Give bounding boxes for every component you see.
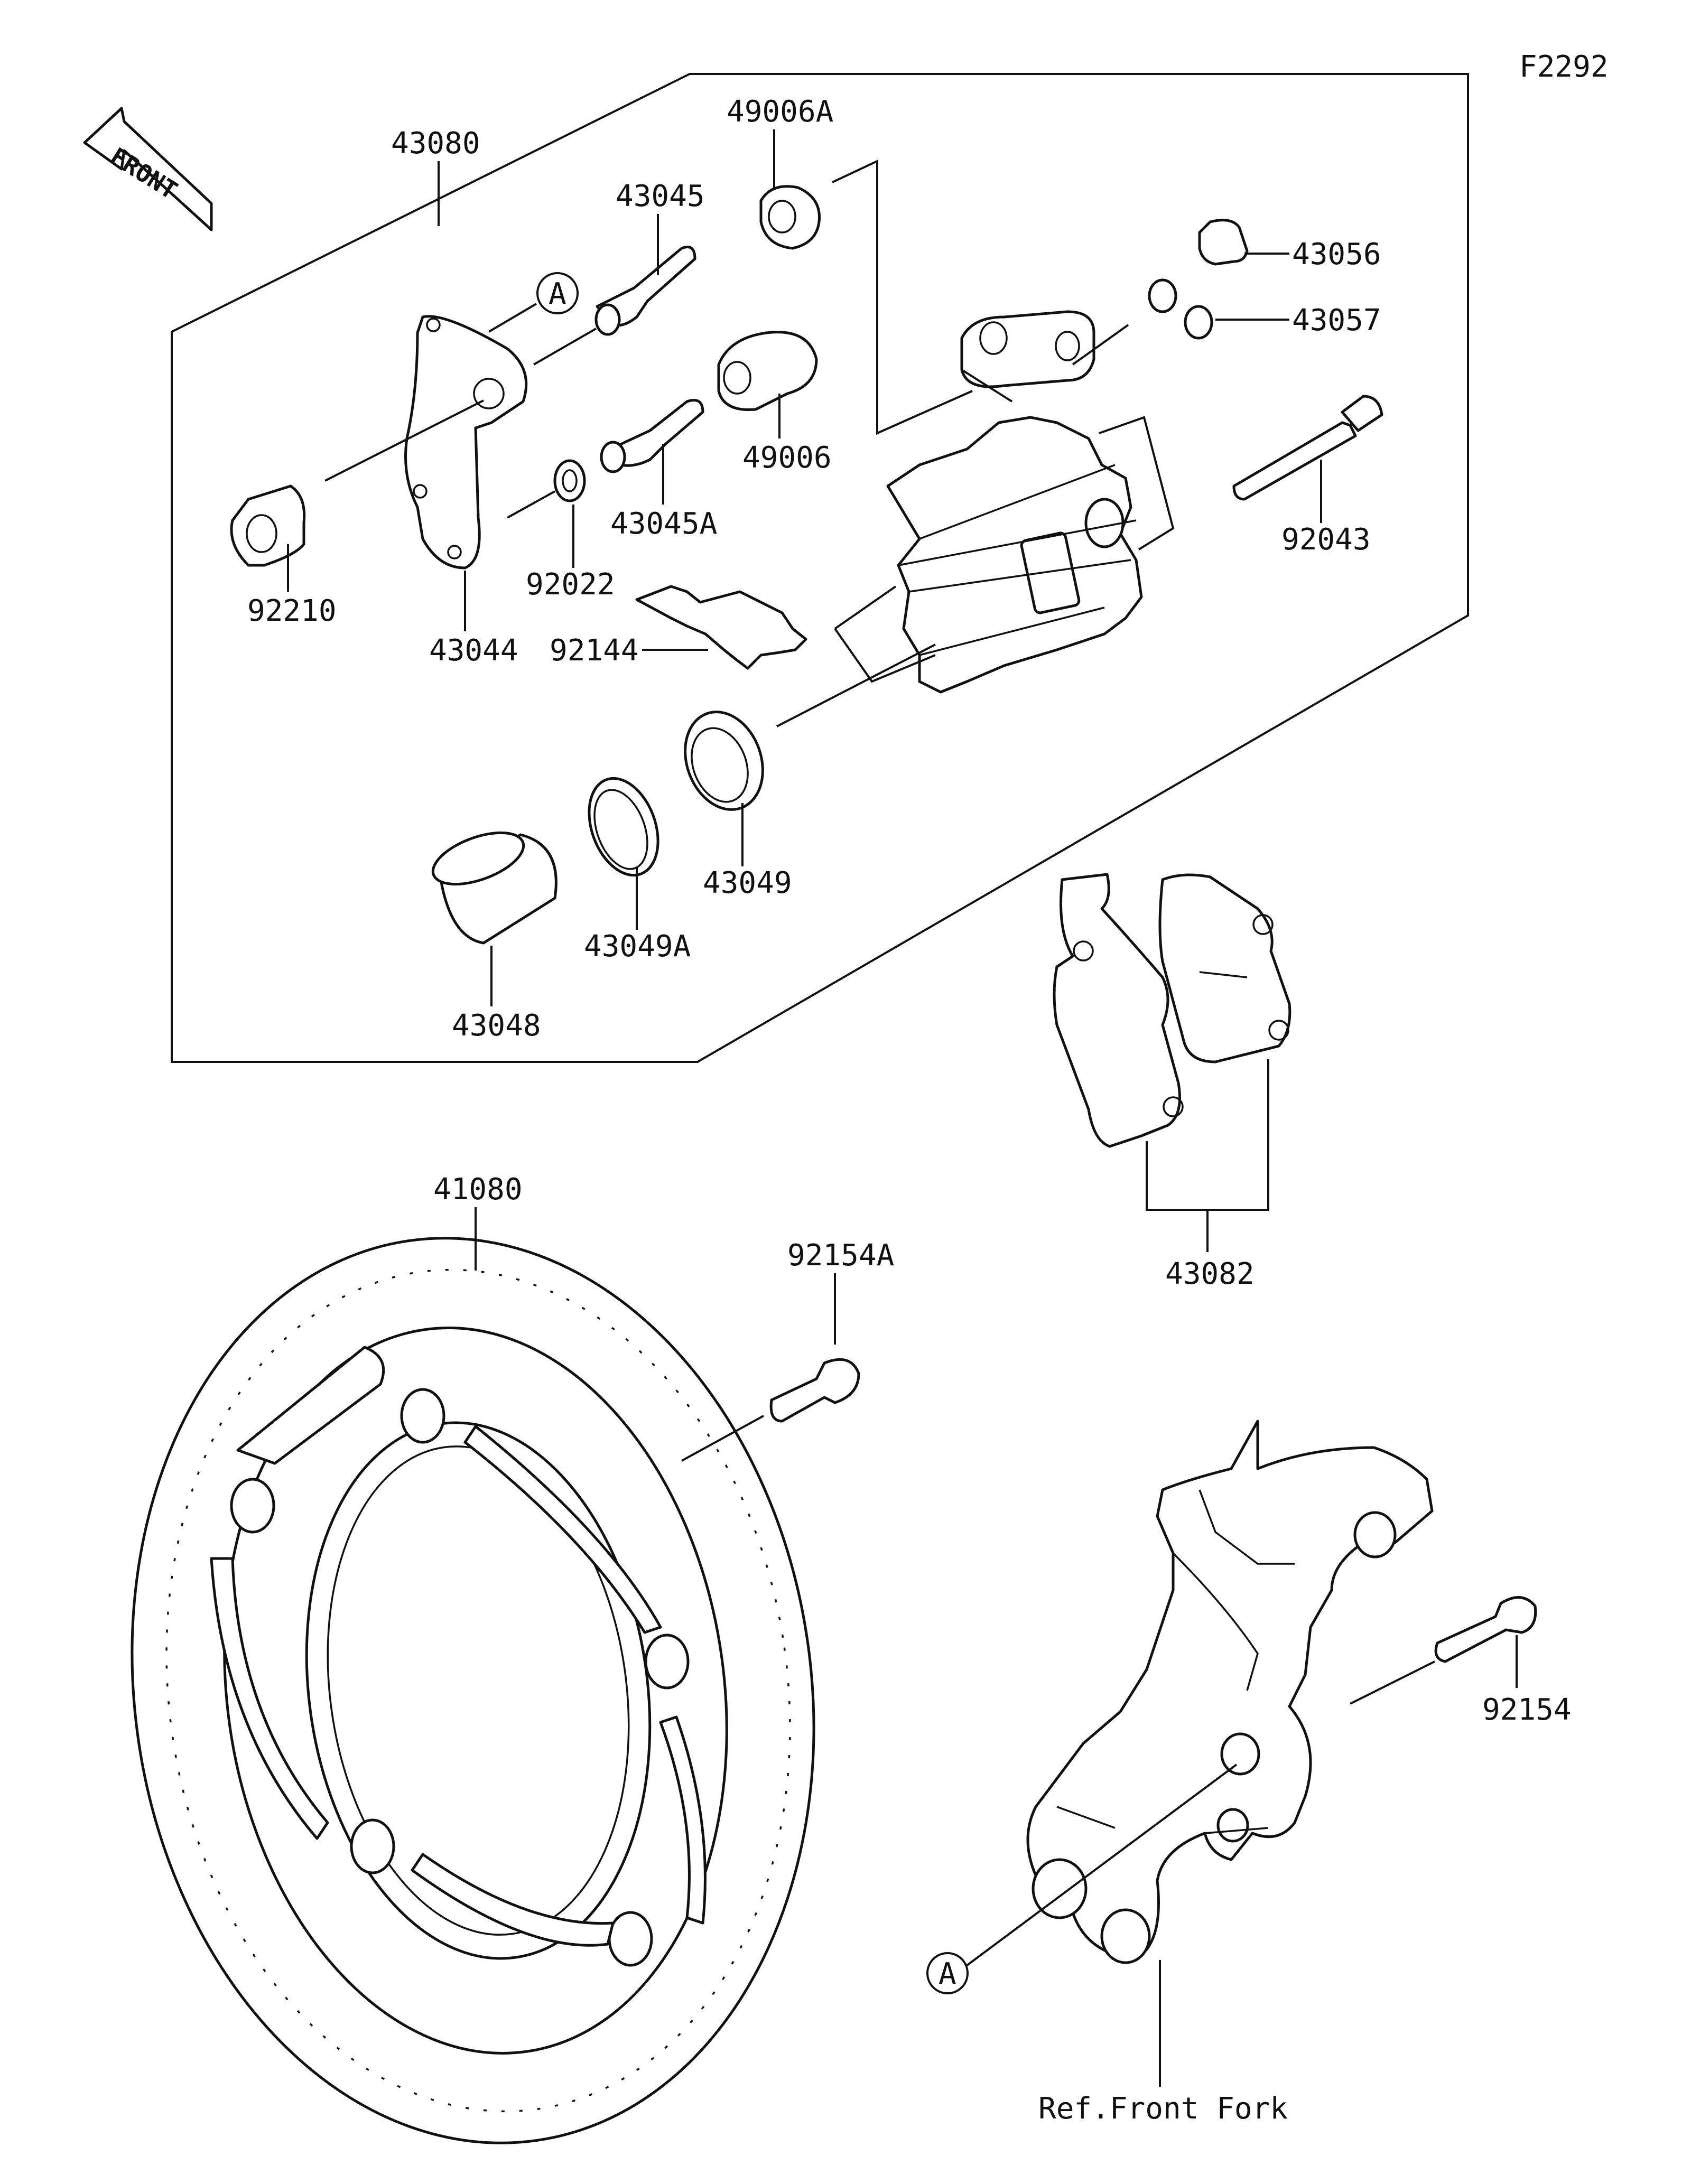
- label-43056: 43056: [1292, 237, 1381, 272]
- label-43045A: 43045A: [610, 507, 717, 541]
- svg-text:A: A: [549, 277, 566, 311]
- label-43082: 43082: [1165, 1257, 1255, 1291]
- boot-49006a: [759, 185, 821, 250]
- front-arrow-icon: FRONT: [83, 107, 213, 231]
- pad-pin-92043: [1232, 395, 1383, 501]
- leader-caliper-c: [834, 628, 936, 683]
- callout-a-top: A: [488, 272, 579, 333]
- label-92154: 92154: [1482, 1693, 1572, 1727]
- label-92043: 92043: [1281, 522, 1371, 557]
- seal-43049: [684, 711, 764, 811]
- label-92154A: 92154A: [787, 1238, 894, 1273]
- label-43057: 43057: [1292, 303, 1381, 338]
- leader-caliper-d: [776, 643, 936, 727]
- figure-code: F2292: [1519, 50, 1609, 84]
- label-43045: 43045: [616, 179, 705, 213]
- leader-caliper-e: [1099, 416, 1175, 550]
- seal-43049a: [588, 777, 659, 877]
- leader-caliper-b: [834, 585, 897, 630]
- brake-disc-41080: [131, 1237, 815, 2144]
- bleeder-43056: [1198, 219, 1249, 266]
- caliper-assembly-box: [171, 73, 1469, 1063]
- boot-49006: [717, 331, 818, 412]
- label-49006A: 49006A: [727, 95, 833, 129]
- piston-43048: [431, 831, 558, 945]
- label-92144: 92144: [550, 633, 639, 668]
- cap-43057: [1148, 278, 1213, 340]
- label-43044: 43044: [429, 633, 518, 668]
- brake-pads-43082: [1053, 873, 1292, 1148]
- bolt-92154a: [769, 1358, 860, 1423]
- pin-43045a: [600, 399, 704, 473]
- caliper-body: [886, 310, 1143, 694]
- washer-92022: [507, 459, 586, 519]
- callout-a-bottom: A: [926, 1763, 1238, 1994]
- bracket-43044: [324, 315, 528, 570]
- bolt-92210: [230, 484, 306, 567]
- front-fork-ref: [1026, 1420, 1434, 1964]
- clip-92144: [635, 585, 807, 670]
- leader-49006a-to-caliper: [832, 159, 973, 435]
- bolt-92154: [1434, 1596, 1537, 1663]
- label-43049A: 43049A: [584, 929, 691, 964]
- leader-caliper-f: [1072, 324, 1129, 366]
- leader-caliper-a: [961, 369, 1013, 403]
- label-92022: 92022: [526, 567, 615, 602]
- label-49006: 49006: [742, 441, 832, 475]
- svg-text:A: A: [939, 1957, 956, 1991]
- label-43080: 43080: [391, 126, 480, 161]
- pin-43045: [533, 246, 696, 366]
- leader-92154-to-fork: [1350, 1660, 1435, 1705]
- leader-92154a-to-disc: [681, 1415, 764, 1462]
- label-ref-front-fork: Ref.Front Fork: [1038, 2092, 1288, 2126]
- label-43049: 43049: [703, 866, 792, 900]
- label-92210: 92210: [247, 594, 337, 628]
- label-41080: 41080: [433, 1172, 523, 1207]
- label-43048: 43048: [452, 1009, 541, 1043]
